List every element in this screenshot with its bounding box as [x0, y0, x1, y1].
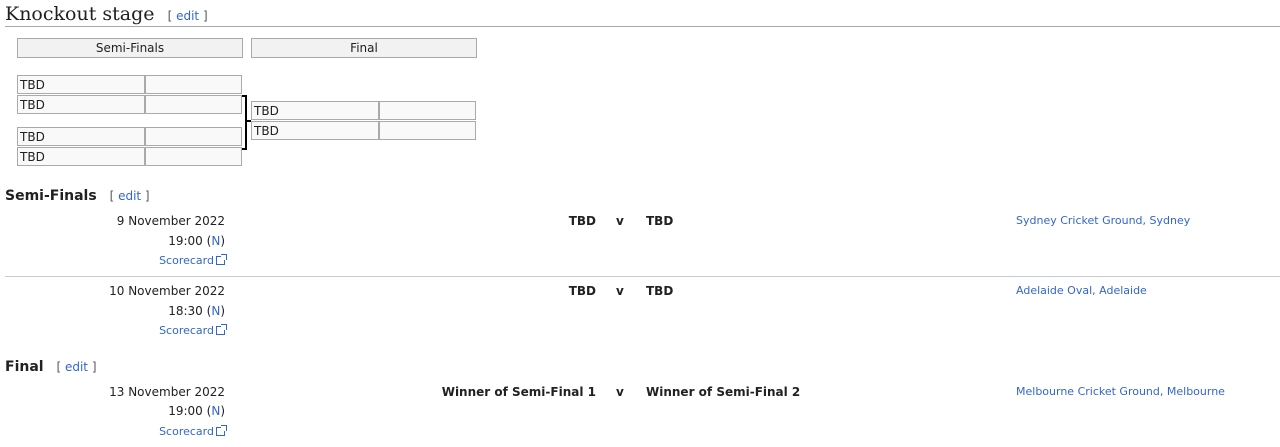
semis-title: Semi-Finals — [5, 188, 97, 204]
venue-link[interactable]: Sydney Cricket Ground, Sydney — [1016, 211, 1190, 231]
bracket-final-score-a — [379, 101, 476, 120]
match-date: 10 November 2022 — [109, 284, 225, 298]
semis-heading: Semi-Finals [ edit ] — [5, 186, 150, 206]
match-vs: v — [616, 284, 624, 298]
bracket-connector — [242, 95, 247, 150]
bracket-round-header-final: Final — [251, 38, 477, 58]
match-team-b: TBD — [646, 214, 674, 228]
bracket-semi2-score-a — [145, 127, 242, 146]
edit-link[interactable]: edit — [176, 9, 200, 23]
match-team-a: TBD — [568, 214, 596, 228]
match-time-value: 19:00 — [168, 234, 203, 248]
match-time-value: 19:00 — [168, 404, 203, 418]
venue-text[interactable]: Melbourne Cricket Ground, Melbourne — [1016, 385, 1225, 398]
match-team-a: Winner of Semi-Final 1 — [441, 385, 596, 399]
match-team-a: TBD — [568, 284, 596, 298]
section-title: Knockout stage — [5, 3, 155, 25]
note-link[interactable]: N — [211, 404, 221, 418]
note-link[interactable]: N — [211, 234, 221, 248]
external-link-icon — [216, 425, 227, 436]
scorecard-link[interactable]: Scorecard — [159, 254, 214, 267]
venue-link[interactable]: Melbourne Cricket Ground, Melbourne — [1016, 382, 1225, 402]
scorecard-row: Scorecard — [60, 321, 227, 341]
match-time: 19:00 (N) — [168, 234, 225, 248]
match-time: 19:00 (N) — [168, 404, 225, 418]
match-team-b: TBD — [646, 284, 674, 298]
bracket-round-header-semis: Semi-Finals — [17, 38, 243, 58]
bracket-semi2-score-b — [145, 147, 242, 166]
section-heading: Knockout stage [ edit ] — [5, 2, 1280, 27]
bracket-semi1-team-a: TBD — [17, 75, 145, 94]
final-heading: Final [ edit ] — [5, 357, 97, 377]
match-team-b: Winner of Semi-Final 2 — [646, 385, 801, 399]
final-edit: [ edit ] — [56, 360, 97, 374]
match-divider — [5, 276, 1280, 277]
bracket-semi2-team-b: TBD — [17, 147, 145, 166]
section-edit: [ edit ] — [167, 9, 208, 23]
match-date: 9 November 2022 — [116, 214, 225, 228]
match-vs: v — [616, 385, 624, 399]
bracket-semi2-team-a: TBD — [17, 127, 145, 146]
venue-text[interactable]: Adelaide Oval, Adelaide — [1016, 284, 1147, 297]
match-date: 13 November 2022 — [109, 385, 225, 399]
bracket-final-score-b — [379, 121, 476, 140]
final-title: Final — [5, 359, 44, 375]
scorecard-link[interactable]: Scorecard — [159, 324, 214, 337]
external-link-icon — [216, 324, 227, 335]
external-link-icon — [216, 254, 227, 265]
semis-edit: [ edit ] — [109, 189, 150, 203]
scorecard-link[interactable]: Scorecard — [159, 425, 214, 438]
bracket-semi1-score-b — [145, 95, 242, 114]
match-time: 18:30 (N) — [168, 304, 225, 318]
edit-link[interactable]: edit — [118, 189, 142, 203]
bracket-connector-line — [245, 120, 251, 122]
edit-link[interactable]: edit — [64, 360, 88, 374]
bracket-semi1-team-b: TBD — [17, 95, 145, 114]
venue-link[interactable]: Adelaide Oval, Adelaide — [1016, 281, 1147, 301]
bracket-semi1-score-a — [145, 75, 242, 94]
match-time-value: 18:30 — [168, 304, 203, 318]
bracket-final-team-a: TBD — [251, 101, 379, 120]
note-link[interactable]: N — [211, 304, 221, 318]
scorecard-row: Scorecard — [60, 251, 227, 271]
match-vs: v — [616, 214, 624, 228]
venue-text[interactable]: Sydney Cricket Ground, Sydney — [1016, 214, 1191, 227]
scorecard-row: Scorecard — [60, 422, 227, 442]
bracket-final-team-b: TBD — [251, 121, 379, 140]
